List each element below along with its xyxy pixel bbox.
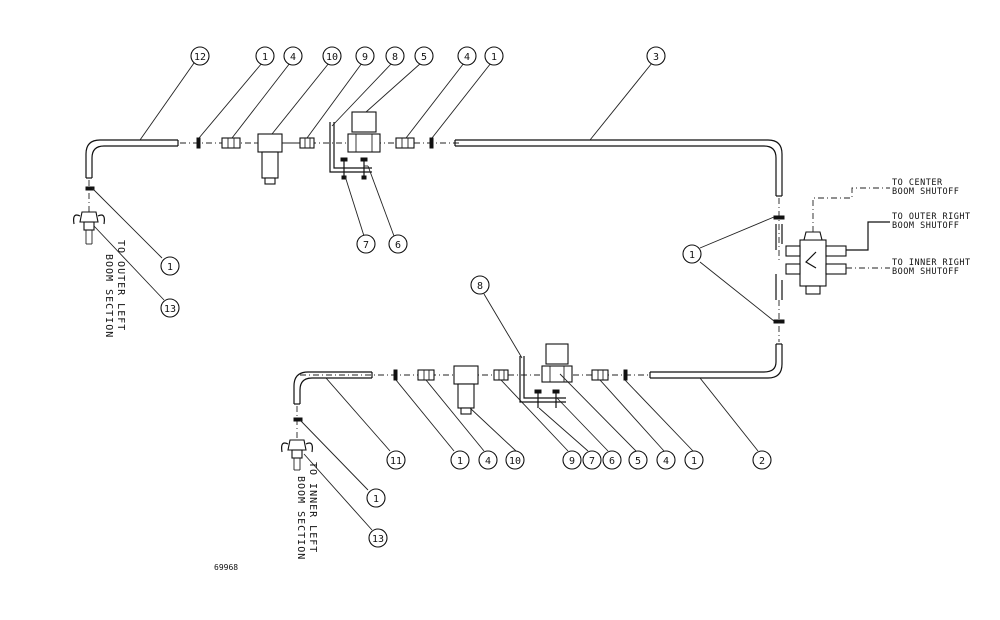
callout-balloon: 1: [366, 488, 386, 508]
callout-number: 10: [326, 52, 338, 63]
callout-balloon: 10: [505, 450, 525, 470]
callout-balloon: 4: [457, 46, 477, 66]
callout-number: 12: [194, 52, 206, 63]
callout-balloon: 13: [160, 298, 180, 318]
callout-number: 2: [759, 456, 765, 467]
inner-right-label-1: TO INNER RIGHT: [892, 258, 971, 268]
center-boom-label-1: TO CENTER: [892, 178, 943, 188]
callout-number: 11: [390, 456, 402, 467]
outer-right-label-2: BOOM SHUTOFF: [892, 221, 959, 231]
callout-number: 13: [164, 304, 176, 315]
callout-balloon: 9: [562, 450, 582, 470]
callout-number: 3: [653, 52, 659, 63]
callout-balloon: 1: [682, 244, 702, 264]
callout-balloon: 1: [450, 450, 470, 470]
leader-lines: [91, 62, 775, 531]
callout-number: 1: [491, 52, 497, 63]
callout-number: 10: [509, 456, 521, 467]
callout-number: 5: [635, 456, 641, 467]
upper-boom-line: [85, 111, 785, 262]
callout-number: 5: [421, 52, 427, 63]
callout-balloon: 5: [414, 46, 434, 66]
lower-boom-line: [293, 300, 785, 446]
callout-number: 1: [167, 262, 173, 273]
callout-balloon: 5: [628, 450, 648, 470]
callout-number: 8: [392, 52, 398, 63]
callout-balloon: 1: [160, 256, 180, 276]
callout-number: 7: [363, 240, 369, 251]
callout-balloon: 8: [385, 46, 405, 66]
callout-balloon: 10: [322, 46, 342, 66]
manifold-valve: [775, 187, 890, 300]
callout-balloon: 7: [356, 234, 376, 254]
callout-number: 4: [663, 456, 669, 467]
callout-balloon: 6: [602, 450, 622, 470]
callout-balloon: 8: [470, 275, 490, 295]
inner-left-label-line2: BOOM SECTION: [295, 476, 306, 560]
callout-number: 4: [464, 52, 470, 63]
callout-number: 1: [457, 456, 463, 467]
inner-left-fitting: [281, 417, 313, 471]
callout-number: 6: [609, 456, 615, 467]
callout-balloon: 2: [752, 450, 772, 470]
callout-number: 1: [689, 250, 695, 261]
outer-right-label-1: TO OUTER RIGHT: [892, 212, 971, 222]
outer-left-label-line1: TO OUTER LEFT: [115, 240, 126, 331]
callout-number: 13: [372, 534, 384, 545]
callout-balloon: 3: [646, 46, 666, 66]
inner-right-label-2: BOOM SHUTOFF: [892, 267, 959, 277]
callout-number: 9: [569, 456, 575, 467]
callout-balloon: 1: [684, 450, 704, 470]
callout-number: 1: [262, 52, 268, 63]
outer-left-label-line2: BOOM SECTION: [103, 254, 114, 338]
callout-balloon: 1: [255, 46, 275, 66]
callout-balloon: 6: [388, 234, 408, 254]
figure-number: 69968: [214, 563, 238, 572]
callout-balloon: 4: [283, 46, 303, 66]
callout-number: 1: [373, 494, 379, 505]
callout-balloon: 7: [582, 450, 602, 470]
callout-balloon: 4: [478, 450, 498, 470]
callout-balloon: 4: [656, 450, 676, 470]
callout-number: 6: [395, 240, 401, 251]
outer-left-label: TO OUTER LEFT BOOM SECTION: [103, 240, 126, 338]
callout-number: 1: [691, 456, 697, 467]
callout-balloon: 1: [484, 46, 504, 66]
inner-left-label-line1: TO INNER LEFT: [307, 462, 318, 553]
callout-balloon: 12: [190, 46, 210, 66]
callout-number: 9: [362, 52, 368, 63]
callout-number: 8: [477, 281, 483, 292]
upper-balloons: 12 1 4 10 9 8 5 4 1 3 7 6 1 13 1: [160, 46, 702, 318]
callout-number: 4: [290, 52, 296, 63]
callout-number: 7: [589, 456, 595, 467]
callout-balloon: 13: [368, 528, 388, 548]
callout-balloon: 9: [355, 46, 375, 66]
callout-balloon: 11: [386, 450, 406, 470]
lower-balloons: 8 11 1 4 10 9 7 6 5 4 1 2 1 13: [366, 275, 772, 548]
callout-number: 4: [485, 456, 491, 467]
center-boom-label-2: BOOM SHUTOFF: [892, 187, 959, 197]
inner-left-label: TO INNER LEFT BOOM SECTION: [295, 462, 318, 560]
right-labels: TO CENTER BOOM SHUTOFF TO OUTER RIGHT BO…: [892, 178, 971, 277]
